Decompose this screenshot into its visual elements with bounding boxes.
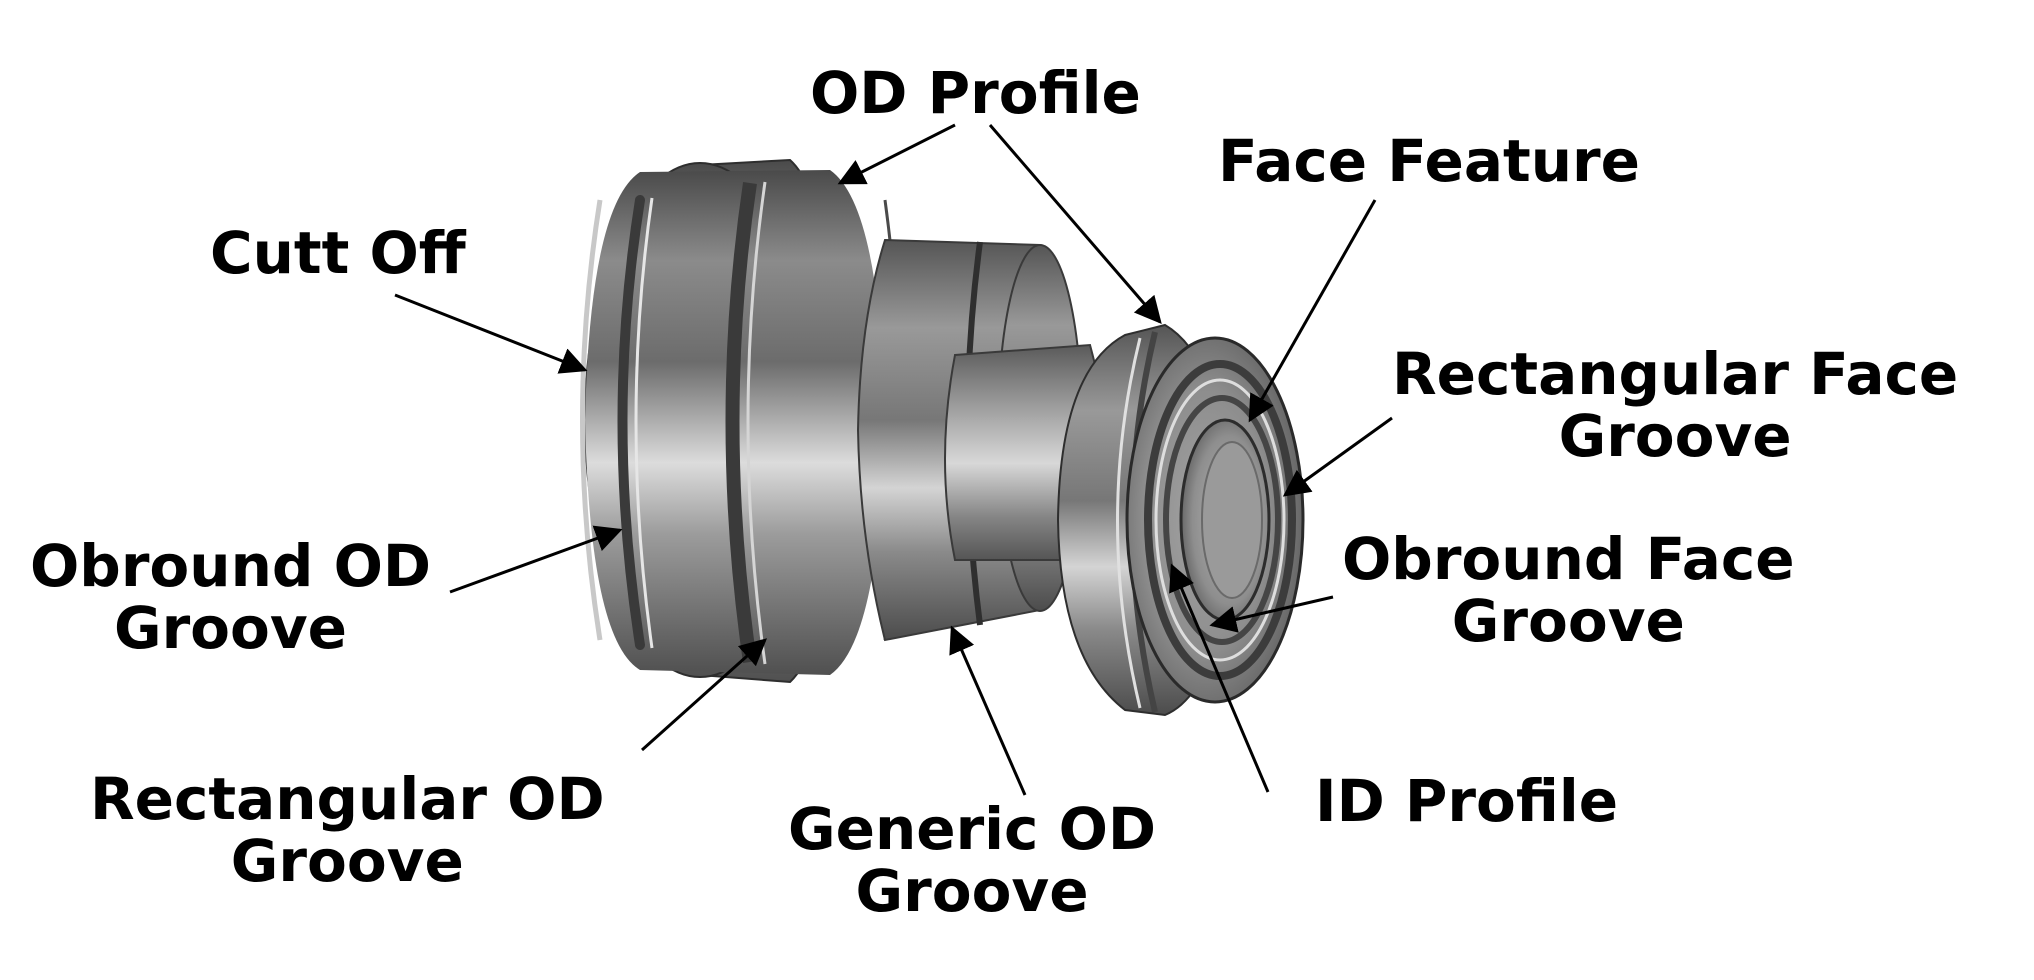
obround-od-groove [617,195,645,650]
part-body [580,158,1305,717]
rectangular-od-groove [725,181,757,664]
leader-face-feature [1248,199,1377,423]
label-rectangular-od-groove: Rectangular OD Groove [90,765,605,895]
label-face-feature: Face Feature [1218,127,1640,195]
leader-lines [394,123,1393,796]
front-face [1125,336,1305,704]
label-cutt-off: Cutt Off [210,219,466,287]
leader-obround-face-groove [1209,595,1334,633]
leader-od-profile-left [837,123,956,185]
label-od-profile: OD Profile [810,59,1141,127]
large-body [585,170,902,675]
label-generic-od-groove: Generic OD Groove [788,795,1157,925]
leader-generic-od-groove [949,625,1027,796]
label-rectangular-face-groove: Rectangular Face Groove [1392,340,1959,470]
label-obround-od-groove: Obround OD Groove [30,532,432,662]
label-obround-face-groove: Obround Face Groove [1342,525,1795,655]
leader-obround-od-groove [449,525,623,594]
obround-face-groove [1163,395,1281,645]
label-id-profile: ID Profile [1315,767,1619,835]
leader-rectangular-od-groove [641,638,768,752]
leader-rectangular-face-groove [1282,416,1393,497]
leader-cutt-off [394,293,588,374]
leader-id-profile [1169,563,1270,793]
leader-od-profile-right [988,124,1162,325]
